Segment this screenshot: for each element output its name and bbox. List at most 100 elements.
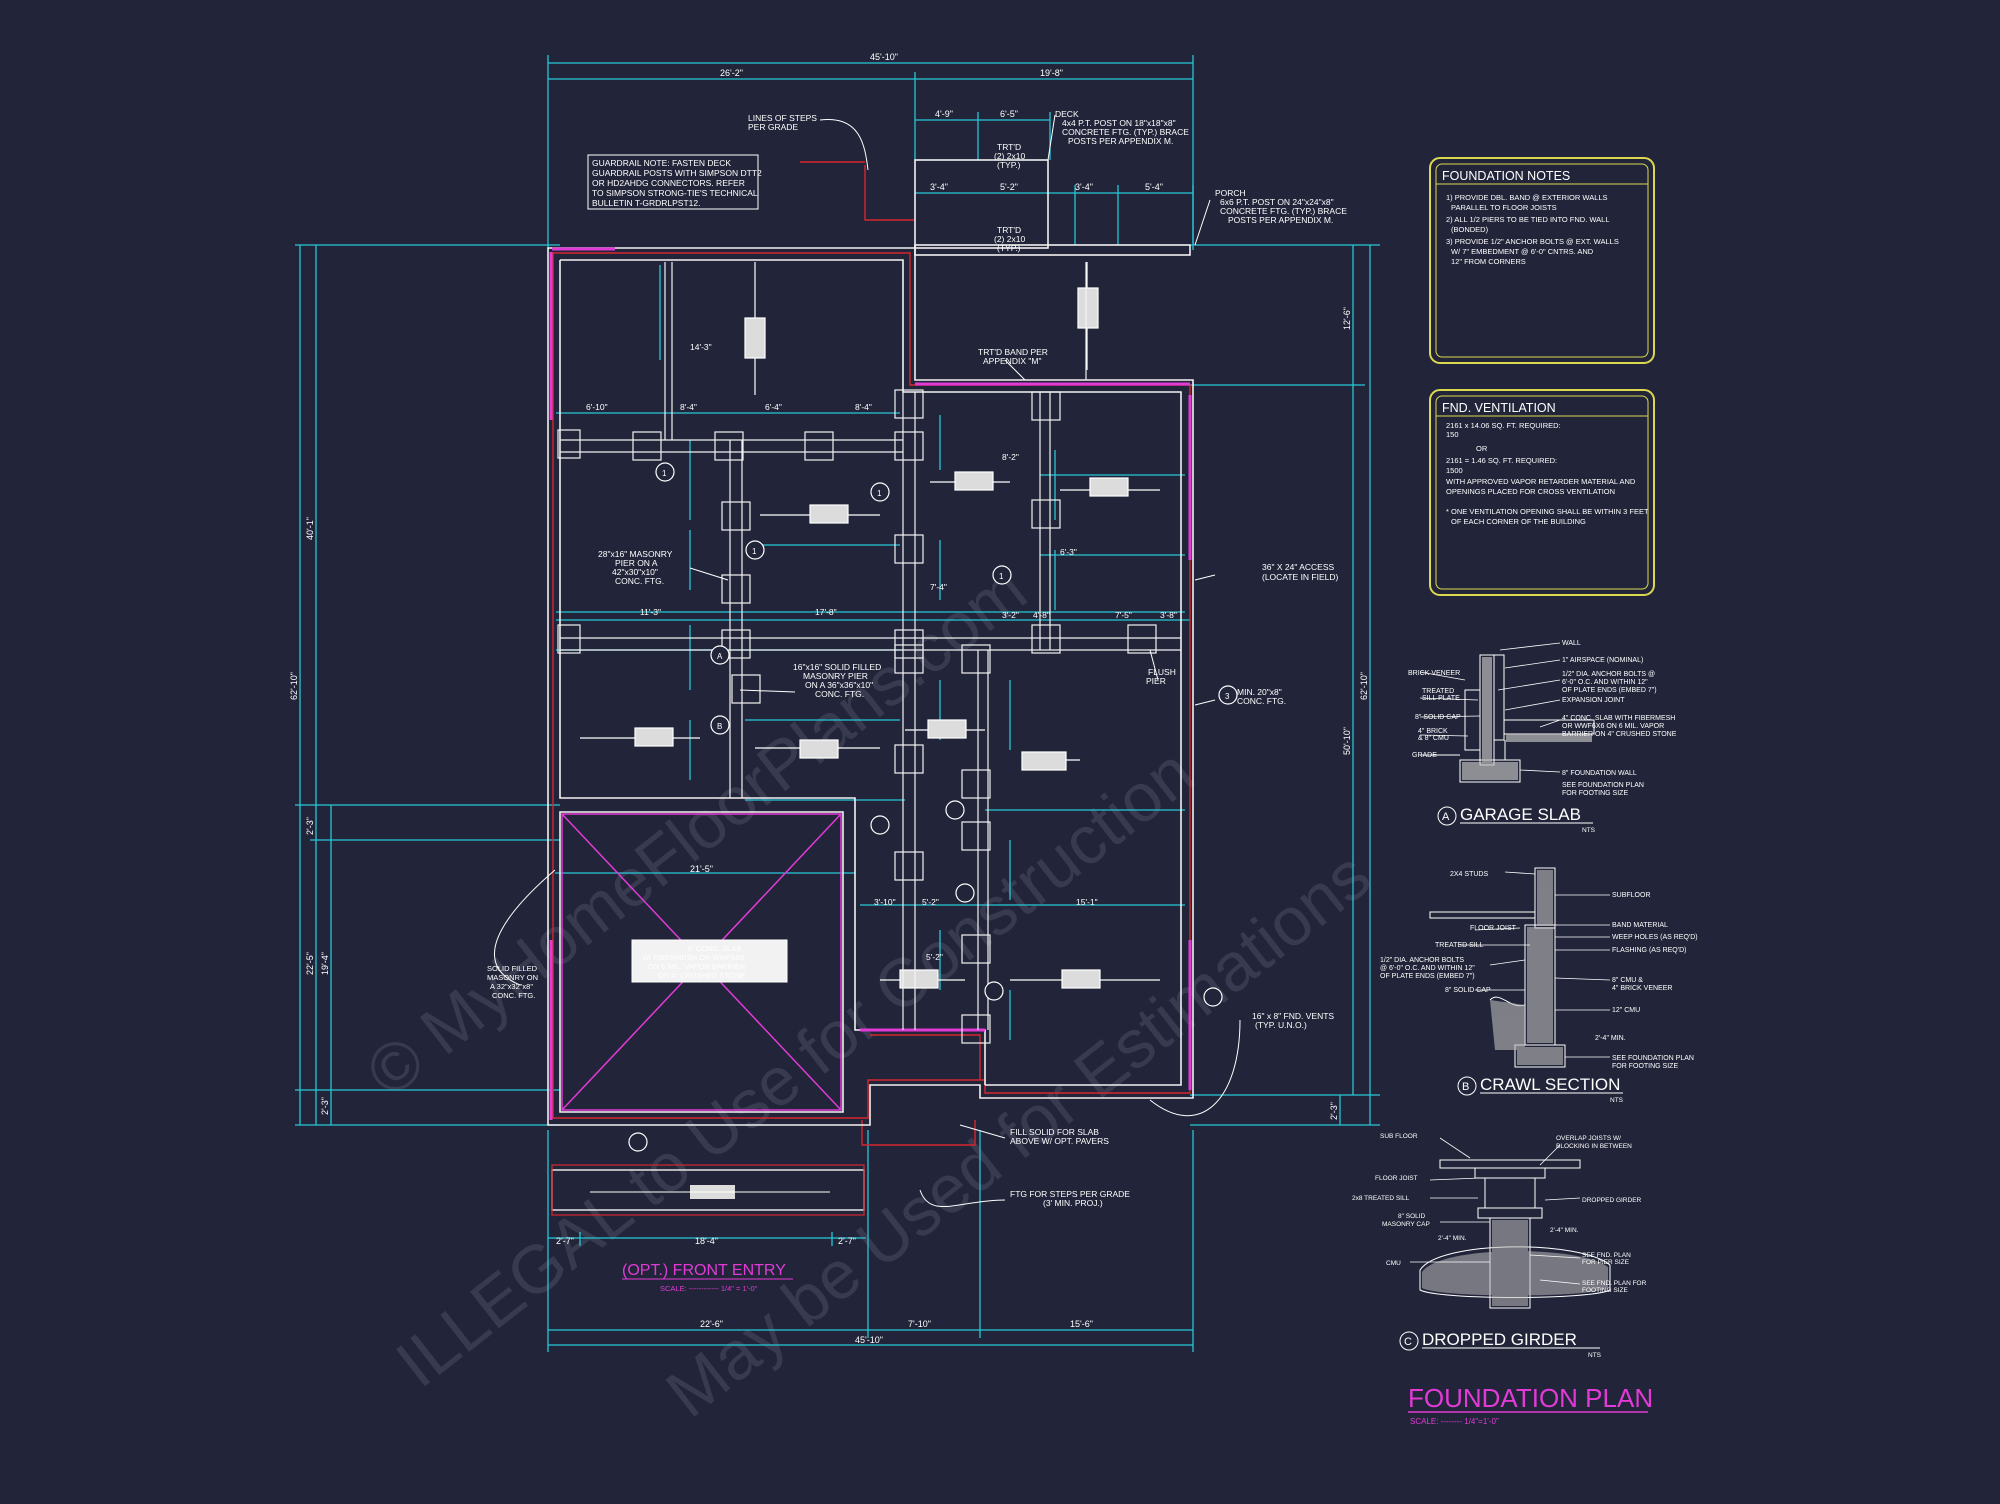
garage-slab	[561, 813, 842, 1111]
dim-left-garage: 22'-5"	[305, 952, 315, 975]
guardrail-note-line: GUARDRAIL POSTS WITH SIMPSON DTT2	[592, 168, 762, 178]
callout-marker-label: 3	[1225, 692, 1230, 701]
interior-dimension: 3'-2"	[1002, 610, 1019, 620]
detail-a-nts: NTS	[1582, 827, 1596, 834]
dim-left-upper: 40'-1"	[305, 517, 315, 540]
dim-deck-2: 6'-5"	[1000, 109, 1018, 119]
interior-dimension: 6'-10"	[586, 402, 608, 412]
garage-slab-label: 6'-0" O.C. AND WITHIN 12"	[1562, 679, 1648, 686]
flush-pier-line: FLUSH	[1148, 667, 1176, 677]
magenta-accents	[549, 247, 1192, 1120]
interior-dimension: 5'-2"	[922, 897, 939, 907]
interior-dimension: 8'-4"	[680, 402, 697, 412]
dropped-girder-label: SUB FLOOR	[1380, 1133, 1418, 1140]
front-entry-title: (OPT.) FRONT ENTRY	[622, 1262, 786, 1279]
solid-pier-line: ON A 36"x36"x10"	[805, 680, 873, 690]
fill-solid-line: ABOVE W/ OPT. PAVERS	[1010, 1136, 1109, 1146]
solid-pier-line: MASONRY PIER	[803, 671, 868, 681]
front-entry-title-block: (OPT.) FRONT ENTRY SCALE: ------------ 1…	[622, 1262, 793, 1293]
callout-marker-label: 1	[662, 469, 667, 478]
garage-slab-label: EXPANSION JOINT	[1562, 697, 1625, 704]
garage-slab-label: 1/2" DIA. ANCHOR BOLTS @	[1562, 671, 1655, 678]
interior-dimension: 15'-1"	[1076, 897, 1098, 907]
interior-dimension: 11'-3"	[640, 607, 661, 617]
detail-b-title: CRAWL SECTION	[1480, 1075, 1620, 1094]
garage-slab-labels: WALL 1" AIRSPACE (NOMINAL) 1/2" DIA. ANCHO…	[1408, 640, 1677, 797]
garage-slab-label: FOR FOOTING SIZE	[1562, 790, 1628, 797]
piers	[557, 389, 1157, 1044]
dim-bottom-3: 15'-6"	[1070, 1319, 1093, 1329]
dim-top-right: 19'-8"	[1040, 68, 1063, 78]
guardrail-note-line: GUARDRAIL NOTE: FASTEN DECK	[592, 158, 731, 168]
dropped-girder-label: MASONRY CAP	[1382, 1221, 1430, 1228]
solid-masonry-line: SOLID FILLED	[487, 964, 538, 973]
crawl-section-label: FOR FOOTING SIZE	[1612, 1063, 1678, 1070]
ventilation-item: OPENINGS PLACED FOR CROSS VENTILATION	[1446, 487, 1615, 496]
garage-slab-label: 1" AIRSPACE (NOMINAL)	[1562, 657, 1643, 664]
interior-dimension: 3'-10"	[874, 897, 896, 907]
garage-slab-label: SILL PLATE	[1422, 695, 1460, 702]
foundation-lines	[552, 161, 1191, 1146]
trtd-lower-note: TRT'D(2) 2x10(TYP.)	[994, 225, 1025, 253]
interior-dimension: 7'-4"	[930, 582, 947, 592]
detail-a-title: GARAGE SLAB	[1460, 805, 1581, 824]
callout-marker-label: 1	[999, 572, 1004, 581]
front-entry-scale: SCALE: ------------ 1/4" = 1'-0"	[660, 1284, 758, 1293]
deck-note-line: CONCRETE FTG. (TYP.) BRACE	[1062, 127, 1189, 137]
interior-dimension: 6'-4"	[765, 402, 782, 412]
masonry-pier-line: 42"x30"x10"	[612, 567, 658, 577]
joist-arrows	[580, 262, 1160, 989]
vents-note-line: (TYP. U.N.O.)	[1255, 1020, 1307, 1030]
dropped-girder-label: FOOTING SIZE	[1582, 1287, 1629, 1294]
dim-garage-width: 21'-5"	[690, 864, 713, 874]
crawl-section-label: SUBFLOOR	[1612, 892, 1651, 899]
dropped-girder-label: CMU	[1386, 1260, 1401, 1267]
foundation-notes-box: FOUNDATION NOTES 1) PROVIDE DBL. BAND @ …	[1429, 157, 1655, 364]
detail-c-title: DROPPED GIRDER	[1422, 1330, 1577, 1349]
crawl-section-label: 4" BRICK VENEER	[1612, 985, 1672, 992]
crawl-section-label: WEEP HOLES (AS REQ'D)	[1612, 934, 1698, 941]
garage-slab-label: BRICK VENEER	[1408, 670, 1460, 677]
dim-bottom-overall: 45'-10"	[855, 1335, 883, 1345]
solid-masonry-line: A 32"x32"x8"	[490, 982, 533, 991]
interior-dimension: 8'-4"	[855, 402, 872, 412]
fill-solid-line: FILL SOLID FOR SLAB	[1010, 1127, 1099, 1137]
ventilation-box: FND. VENTILATION 2161 x 14.06 SQ. FT. RE…	[1429, 389, 1655, 596]
interior-dimension: 5'-2"	[926, 952, 943, 962]
vents-note: 16" x 8" FND. VENTS(TYP. U.N.O.)	[1252, 1011, 1334, 1030]
dropped-girder-label: SEE FND. PLAN FOR	[1582, 1280, 1647, 1287]
dim-left-bottom: 2'-3"	[320, 1097, 330, 1115]
trtd-upper-note: TRT'D(2) 2x10(TYP.)	[994, 142, 1025, 170]
dim-left-overall: 62'-10"	[289, 672, 299, 700]
deck-note-line: 4x4 P.T. POST ON 18"x18"x8"	[1062, 118, 1176, 128]
dropped-girder-label: 2'-4" MIN.	[1550, 1227, 1579, 1234]
slab-note-line: ON 6 MIL. VAPOR BARRIER	[648, 962, 746, 971]
flush-pier-line: PIER	[1146, 676, 1166, 686]
dim-top-left: 26'-2"	[720, 68, 743, 78]
dropped-girder-label: 2x8 TREATED SILL	[1352, 1195, 1410, 1202]
crawl-section-label: TREATED SILL	[1435, 942, 1484, 949]
ventilation-item: 1500	[1446, 466, 1463, 475]
callout-marker-label: B	[717, 722, 722, 731]
crawl-section-label: 2X4 STUDS	[1450, 871, 1488, 878]
garage-slab-label: WALL	[1562, 640, 1581, 647]
callout-markers	[628, 462, 1238, 1152]
crawl-section-label: 1/2" DIA. ANCHOR BOLTS	[1380, 957, 1464, 964]
solid-masonry-line: CONC. FTG.	[492, 991, 535, 1000]
dropped-girder-label: DROPPED GIRDER	[1582, 1197, 1642, 1204]
dimension-lines	[295, 55, 1380, 1352]
foundation-notes-list: 1) PROVIDE DBL. BAND @ EXTERIOR WALLSPAR…	[1446, 193, 1619, 266]
garage-slab-label: GRADE	[1412, 752, 1437, 759]
ventilation-item: OF EACH CORNER OF THE BUILDING	[1451, 517, 1586, 526]
trtd-upper-line: (2) 2x10	[994, 151, 1025, 161]
interior-dimension-text: 6'-10"8'-4"6'-4"8'-4"11'-3"17'-8"3'-2"4'…	[586, 342, 1177, 962]
dim-right-upper: 12'-6"	[1342, 307, 1352, 330]
foundation-note-item: 3) PROVIDE 1/2" ANCHOR BOLTS @ EXT. WALL…	[1446, 237, 1619, 246]
slab-note-line: 4" CONC. SLAB	[687, 944, 741, 953]
